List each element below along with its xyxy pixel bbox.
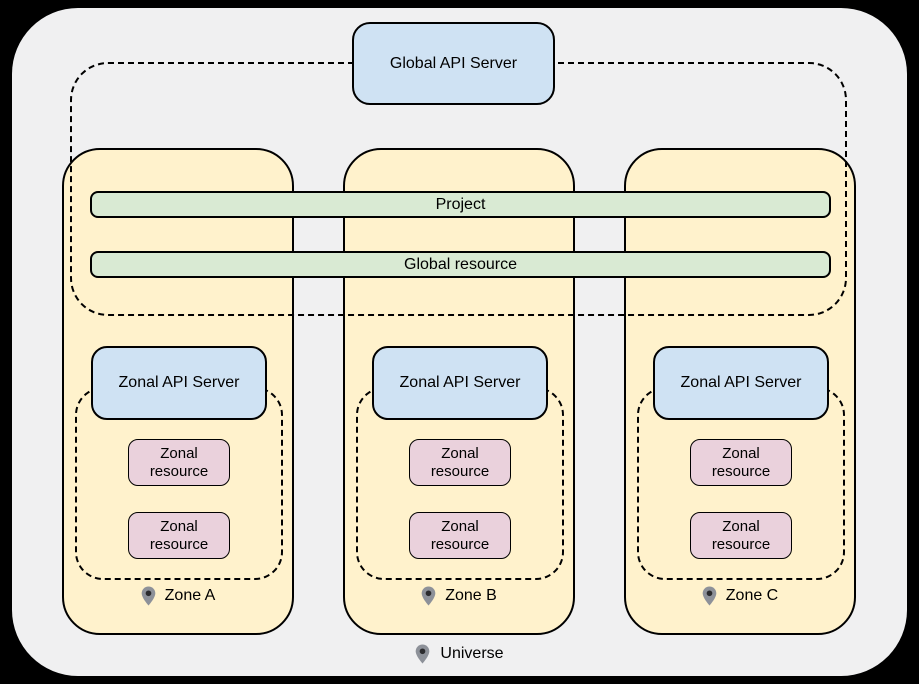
zonal-resource-label: Zonal resource [711,517,771,553]
zonal-resource-label: Zonal resource [149,444,209,480]
zone-c-label-row: Zone C [626,586,854,606]
location-pin-icon [702,586,717,606]
project-bar: Project [90,191,831,218]
zonal-api-server-node: Zonal API Server [372,346,548,420]
zonal-resource-node: Zonal resource [690,512,792,559]
zonal-api-server-node: Zonal API Server [653,346,829,420]
universe-label-row: Universe [0,644,919,664]
zonal-api-server-label: Zonal API Server [399,374,521,391]
zone-a-container: Zonal API Server Zonal resource Zonal re… [62,148,294,635]
location-pin-icon [421,586,436,606]
project-bar-label: Project [435,195,486,213]
zonal-api-server-label: Zonal API Server [118,374,240,391]
global-resource-bar-label: Global resource [404,255,517,273]
zonal-resource-label: Zonal resource [711,444,771,480]
zone-b-label-row: Zone B [345,586,573,606]
global-api-server-label: Global API Server [389,54,518,72]
zonal-resource-node: Zonal resource [128,439,230,486]
zone-label: Zone B [445,587,497,604]
zonal-resource-node: Zonal resource [409,439,511,486]
location-pin-icon [416,644,430,664]
zone-a-label-row: Zone A [64,586,292,606]
universe-label: Universe [440,645,504,662]
zonal-resource-label: Zonal resource [149,517,209,553]
zonal-resource-label: Zonal resource [430,517,490,553]
zonal-resource-node: Zonal resource [409,512,511,559]
zone-b-container: Zonal API Server Zonal resource Zonal re… [343,148,575,635]
global-resource-bar: Global resource [90,251,831,278]
zone-label: Zone A [164,587,216,604]
zonal-resource-node: Zonal resource [128,512,230,559]
global-api-server-node: Global API Server [352,22,555,105]
zonal-resource-label: Zonal resource [430,444,490,480]
zone-c-container: Zonal API Server Zonal resource Zonal re… [624,148,856,635]
zonal-api-server-node: Zonal API Server [91,346,267,420]
location-pin-icon [141,586,155,606]
zone-label: Zone C [725,587,779,604]
zonal-resource-node: Zonal resource [690,439,792,486]
zonal-api-server-label: Zonal API Server [680,374,802,391]
